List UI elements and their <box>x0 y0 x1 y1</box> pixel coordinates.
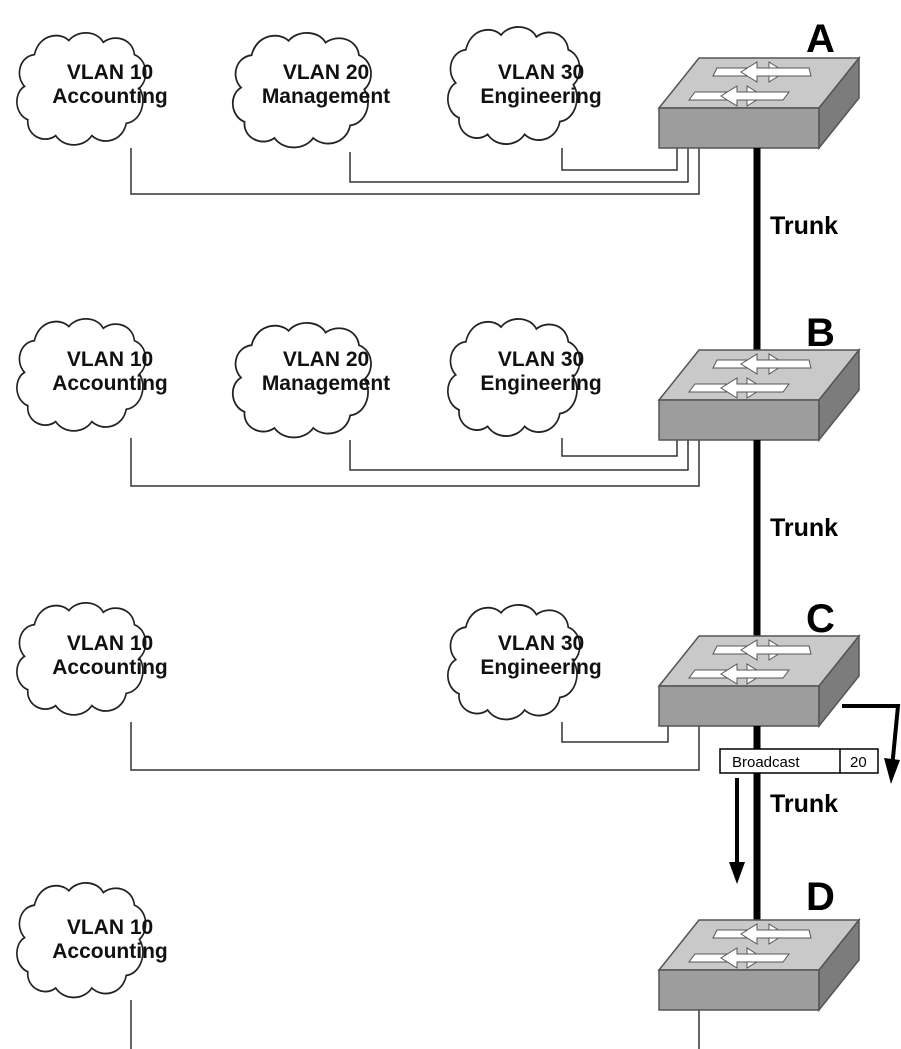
vlan-name: Engineering <box>480 372 601 395</box>
vlan-id: VLAN 10 <box>67 348 153 371</box>
vlan-name: Management <box>262 372 390 395</box>
vlan-name: Engineering <box>480 656 601 679</box>
access-link <box>561 148 678 171</box>
vlan-id: VLAN 10 <box>67 916 153 939</box>
vlan-id: VLAN 30 <box>498 348 584 371</box>
switch-d-icon <box>658 919 860 1011</box>
access-link <box>349 148 689 183</box>
trunk-label: Trunk <box>770 212 838 240</box>
vlan-name: Accounting <box>52 656 168 679</box>
vlan-name: Accounting <box>52 85 168 108</box>
vlan-name: Accounting <box>52 372 168 395</box>
broadcast-frame: Broadcast 20 <box>719 748 879 774</box>
access-link <box>130 722 700 771</box>
vlan-id: VLAN 10 <box>67 632 153 655</box>
vlan-id: VLAN 20 <box>283 348 369 371</box>
access-link <box>561 722 669 743</box>
access-link <box>130 148 700 195</box>
frame-type-label: Broadcast <box>732 754 800 771</box>
access-link <box>561 438 678 457</box>
broadcast-arrow-right <box>842 704 901 784</box>
vlan-name: Management <box>262 85 390 108</box>
vlan-id: VLAN 30 <box>498 61 584 84</box>
broadcast-arrow-down <box>729 778 745 884</box>
switch-label-d: D <box>806 875 835 919</box>
vlan-name: Accounting <box>52 940 168 963</box>
switch-a-icon <box>658 57 860 149</box>
vlan-id: VLAN 20 <box>283 61 369 84</box>
frame-vlan-tag: 20 <box>850 754 867 771</box>
vlan-name: Engineering <box>480 85 601 108</box>
access-link <box>130 438 700 487</box>
switch-label-c: C <box>806 597 835 641</box>
trunk-label: Trunk <box>770 790 838 818</box>
trunk-label: Trunk <box>770 514 838 542</box>
switch-label-b: B <box>806 311 835 355</box>
vlan-id: VLAN 30 <box>498 632 584 655</box>
switch-b-icon <box>658 349 860 441</box>
switch-c-icon <box>658 635 860 727</box>
switch-label-a: A <box>806 17 835 61</box>
vlan-id: VLAN 10 <box>67 61 153 84</box>
access-link <box>349 438 689 471</box>
